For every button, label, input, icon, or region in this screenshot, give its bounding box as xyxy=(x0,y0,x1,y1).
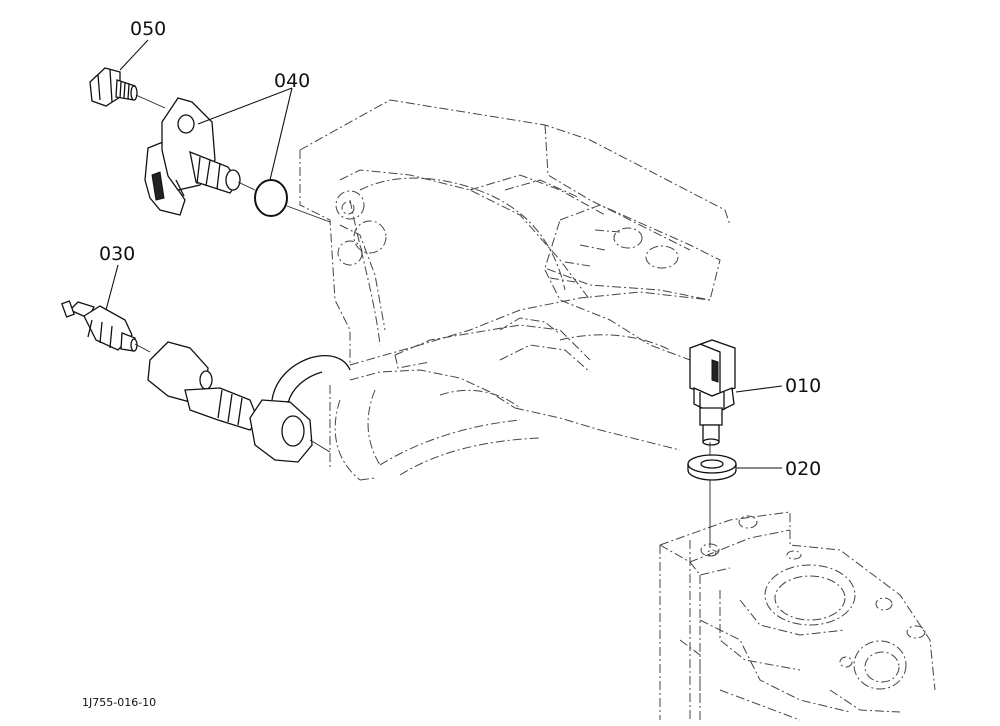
callout-030: 030 xyxy=(99,243,135,265)
callout-040: 040 xyxy=(274,70,310,92)
callout-050: 050 xyxy=(130,18,166,40)
banjo-fitting-icon xyxy=(147,341,351,463)
assembly-axes xyxy=(134,94,711,548)
washer-icon xyxy=(687,454,737,481)
figure-id: 1J755-016-10 xyxy=(82,696,156,709)
callout-020: 020 xyxy=(785,458,821,480)
crankshaft-sensor-icon xyxy=(144,97,241,216)
o-ring-icon xyxy=(254,179,288,217)
callout-010: 010 xyxy=(785,375,821,397)
thermostat-housing-outline xyxy=(659,511,936,721)
leader-lines xyxy=(105,39,783,469)
bolt-icon xyxy=(89,67,138,107)
engine-block-outline xyxy=(299,99,731,481)
oil-pressure-switch-icon xyxy=(61,300,138,352)
temperature-sensor-icon xyxy=(689,339,736,446)
